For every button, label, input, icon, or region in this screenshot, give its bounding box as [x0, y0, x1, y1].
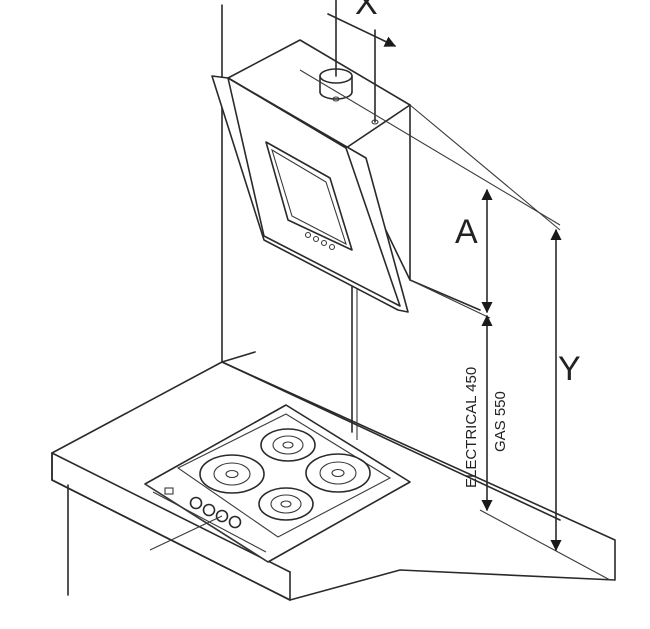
hood-glass-panel — [211, 75, 409, 313]
burner-front — [258, 487, 314, 521]
extension-lines — [299, 69, 611, 581]
burner-left — [199, 454, 265, 494]
burner-right — [305, 453, 371, 493]
a-dimension: A — [455, 188, 493, 314]
y-label: Y — [558, 350, 581, 388]
electrical-gas-dimension: ELECTRICAL 450 GAS 550 — [463, 314, 509, 512]
electrical-label: ELECTRICAL 450 — [463, 367, 480, 488]
wall — [221, 4, 256, 363]
hood-buttons — [304, 231, 336, 251]
y-dimension: Y — [550, 228, 581, 552]
gas-label: GAS 550 — [492, 391, 509, 452]
control-knobs — [164, 487, 242, 529]
a-label: A — [455, 213, 478, 251]
x-dimension: X — [327, 0, 397, 123]
x-label: X — [355, 0, 378, 22]
hob — [144, 404, 411, 563]
burner-rear — [260, 428, 316, 462]
